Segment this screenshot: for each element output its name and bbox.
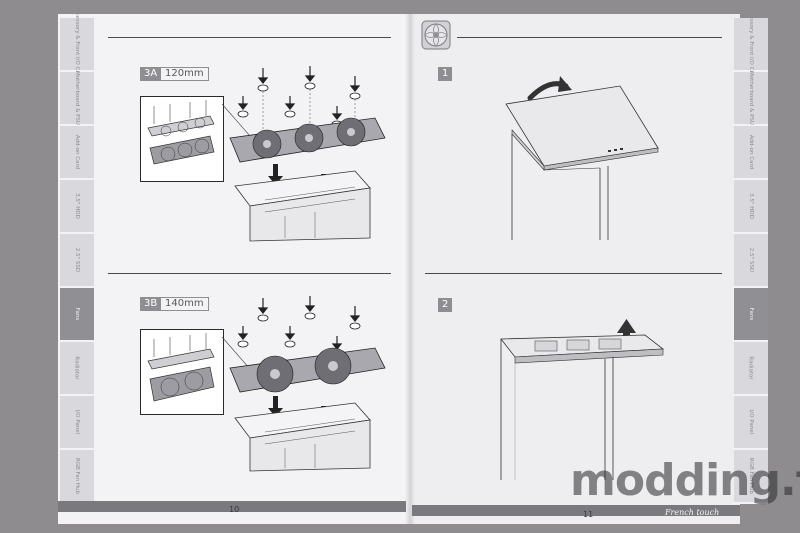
fan-logo-icon: [421, 20, 451, 50]
page-number-right: 11: [583, 510, 594, 519]
tab-fans: Fans: [734, 288, 768, 342]
step-3b-id: 3B: [140, 297, 162, 311]
tab-motherboard: Motherboard & PSU: [60, 71, 94, 126]
tab-io-panel: I/O Panel: [734, 396, 768, 450]
tab-io-panel: I/O Panel: [60, 396, 94, 450]
tab-motherboard: Motherboard & PSU: [734, 71, 768, 126]
step-1-id: 1: [438, 67, 453, 81]
top-panel-remove-drawing: [505, 76, 659, 240]
top-bracket-remove-drawing: [500, 319, 665, 480]
footer-bar-right: [412, 505, 740, 516]
tab-accessory: Accessory & Front I/O Cable: [734, 6, 768, 82]
tab-addon-card: Add-on Card: [734, 126, 768, 180]
tab-hdd: 3.5" HDD: [60, 180, 94, 234]
footer-bar-left: [58, 501, 406, 512]
header-rule-left: [108, 37, 391, 38]
book-gutter: [405, 14, 415, 524]
step-2-id: 2: [438, 298, 453, 312]
tab-addon-card: Add-on Card: [60, 126, 94, 180]
header-rule-right: [457, 37, 722, 38]
step-3a-id: 3A: [140, 67, 162, 81]
step-3a-size: 120mm: [160, 67, 209, 81]
inset-140mm-drawing: [147, 333, 215, 402]
tab-radiator: Radiator: [734, 342, 768, 396]
tab-fans: Fans: [60, 288, 94, 342]
step-3b-size: 140mm: [160, 297, 209, 311]
inset-connector-line-b: [221, 336, 251, 370]
fan-120mm-install-drawing: [229, 66, 386, 242]
inset-connector-line: [221, 103, 251, 137]
watermark-tagline: French touch: [665, 508, 720, 517]
page-number-left: 10: [229, 505, 240, 514]
fan-140mm-install-drawing: [229, 296, 386, 472]
tab-rgb-fan-hub: RGB Fan Hub: [60, 450, 94, 504]
divider-rule-right: [425, 273, 722, 274]
tab-hdd: 3.5" HDD: [734, 180, 768, 234]
divider-rule-left: [108, 273, 391, 274]
tab-rgb-fan-hub: RGB Fan Hub: [734, 450, 768, 504]
tab-ssd: 2.5" SSD: [60, 234, 94, 288]
tab-ssd: 2.5" SSD: [734, 234, 768, 288]
inset-120mm-drawing: [147, 100, 215, 165]
tab-accessory: Accessory & Front I/O Cable: [60, 6, 94, 82]
tab-radiator: Radiator: [60, 342, 94, 396]
watermark-logo: modding.fr: [570, 455, 800, 506]
